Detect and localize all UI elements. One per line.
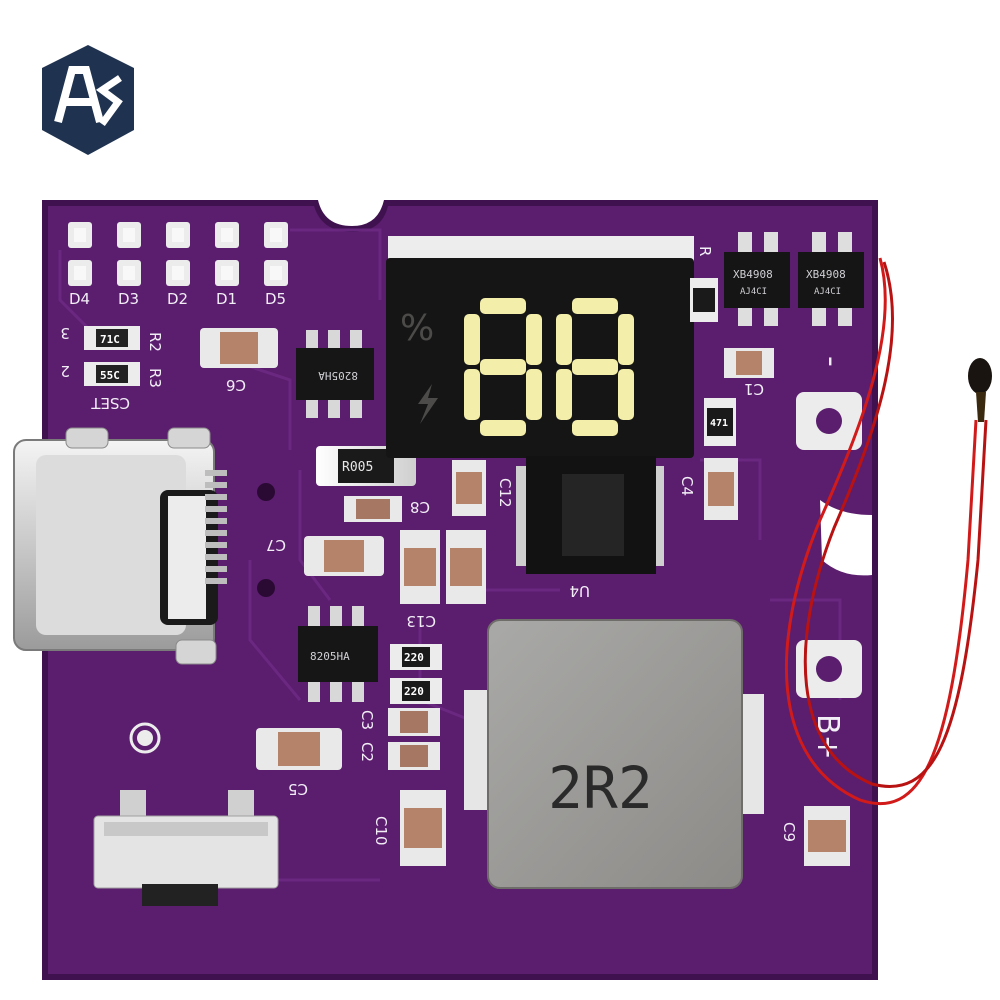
via-holes	[257, 483, 275, 597]
led-label-d5: D5	[265, 290, 286, 308]
capacitor-c2	[388, 742, 440, 770]
mounting-hole	[129, 722, 161, 754]
label-u4: U4	[569, 582, 590, 600]
mosfet-chip-bottom: 8205HA	[298, 606, 378, 702]
label-pad-3: 3	[60, 324, 70, 342]
digit-2-segment-c	[618, 369, 634, 420]
led-d4: D4	[68, 222, 92, 308]
digit-2-segment-e	[556, 369, 572, 420]
digit-2-segment-b	[618, 314, 634, 365]
percent-symbol: %	[400, 308, 434, 349]
capacitor-c1	[724, 348, 774, 378]
resistor-r3: 55C	[84, 362, 140, 386]
capacitor-c13a	[400, 530, 440, 604]
capacitor-c12	[452, 460, 486, 516]
svg-text:8205HA: 8205HA	[310, 650, 350, 663]
svg-text:71C: 71C	[100, 333, 120, 346]
lightning-bolt-icon	[418, 384, 438, 424]
digit-1-segment-b	[526, 314, 542, 365]
digit-1-segment-f	[464, 314, 480, 365]
power-slide-switch[interactable]	[93, 790, 279, 906]
digit-2-segment-d	[572, 420, 618, 436]
power-management-ic	[516, 456, 664, 574]
led-d2: D2	[166, 222, 190, 308]
label-c4: C4	[678, 476, 696, 496]
led-label-d1: D1	[216, 290, 237, 308]
brand-logo	[42, 45, 134, 155]
svg-text:220: 220	[404, 651, 424, 664]
svg-text:XB4908: XB4908	[733, 268, 773, 281]
led-indicator-group: D4 D3 D2 D1 D5	[68, 222, 288, 308]
svg-text:8205HA: 8205HA	[318, 369, 358, 382]
led-label-d4: D4	[69, 290, 90, 308]
capacitor-c9	[804, 806, 850, 866]
label-c3: C3	[358, 710, 376, 730]
svg-text:220: 220	[404, 685, 424, 698]
capacitor-c8	[344, 496, 402, 522]
capacitor-c4	[704, 458, 738, 520]
svg-text:2R2: 2R2	[548, 754, 653, 822]
svg-text:R005: R005	[342, 460, 373, 475]
label-c10: C10	[372, 816, 390, 846]
label-c8: C8	[410, 498, 430, 516]
label-c1: C1	[744, 380, 764, 398]
label-cset: CSET	[91, 394, 130, 412]
capacitor-c10	[400, 790, 446, 866]
resistor-220-b: 220	[390, 678, 442, 704]
digit-1-segment-a	[480, 298, 526, 314]
protection-chip-right: XB4908 AJ4CI	[798, 232, 864, 326]
resistor-220-a: 220	[390, 644, 442, 670]
digit-1-segment-g	[480, 359, 526, 375]
label-c2: C2	[358, 742, 376, 762]
digit-1-segment-d	[480, 420, 526, 436]
label-r: R	[696, 246, 714, 256]
capacitor-c5	[256, 728, 342, 770]
svg-text:XB4908: XB4908	[806, 268, 846, 281]
capacitor-c13b	[446, 530, 486, 604]
label-c13: C13	[406, 612, 436, 630]
led-label-d3: D3	[118, 290, 139, 308]
label-c12: C12	[496, 478, 514, 508]
resistor-471: 471	[704, 398, 736, 446]
svg-text:471: 471	[710, 418, 728, 429]
digit-1-segment-e	[464, 369, 480, 420]
led-d1: D1	[215, 222, 239, 308]
label-battery-negative: -	[814, 356, 849, 367]
battery-positive-pad[interactable]	[796, 640, 862, 698]
resistor-right-small	[690, 278, 718, 322]
label-r2: R2	[146, 332, 164, 352]
digit-2-segment-g	[572, 359, 618, 375]
digit-1-segment-c	[526, 369, 542, 420]
led-d5: D5	[264, 222, 288, 308]
label-pad-2: 2	[60, 362, 70, 380]
ntc-thermistor	[784, 257, 992, 806]
led-label-d2: D2	[167, 290, 188, 308]
inductor-2r2: 2R2	[464, 619, 764, 889]
capacitor-c3	[388, 708, 440, 736]
label-c9: C9	[780, 822, 798, 842]
label-r3: R3	[146, 368, 164, 388]
usb-c-port[interactable]	[13, 427, 227, 665]
silkscreen-labels: CSET 3 2 R2 R3 C6 C7 C8 C12 U4 C13 C3 C2…	[60, 246, 849, 846]
led-d3: D3	[117, 222, 141, 308]
svg-text:AJ4CI: AJ4CI	[740, 287, 767, 297]
resistor-r2: 71C	[84, 326, 140, 350]
digit-2-segment-f	[556, 314, 572, 365]
protection-chip-left: XB4908 AJ4CI	[724, 232, 790, 326]
mosfet-chip-top: 8205HA	[296, 330, 374, 418]
label-c6: C6	[226, 376, 246, 394]
capacitor-c7	[304, 536, 384, 576]
capacitor-c6	[200, 328, 278, 368]
seven-segment-digits	[464, 298, 634, 436]
label-c7: C7	[266, 536, 286, 554]
svg-text:55C: 55C	[100, 369, 120, 382]
svg-text:AJ4CI: AJ4CI	[814, 287, 841, 297]
label-c5: C5	[288, 780, 308, 798]
battery-negative-pad[interactable]	[796, 392, 862, 450]
led-display-module: %	[386, 236, 694, 458]
digit-2-segment-a	[572, 298, 618, 314]
